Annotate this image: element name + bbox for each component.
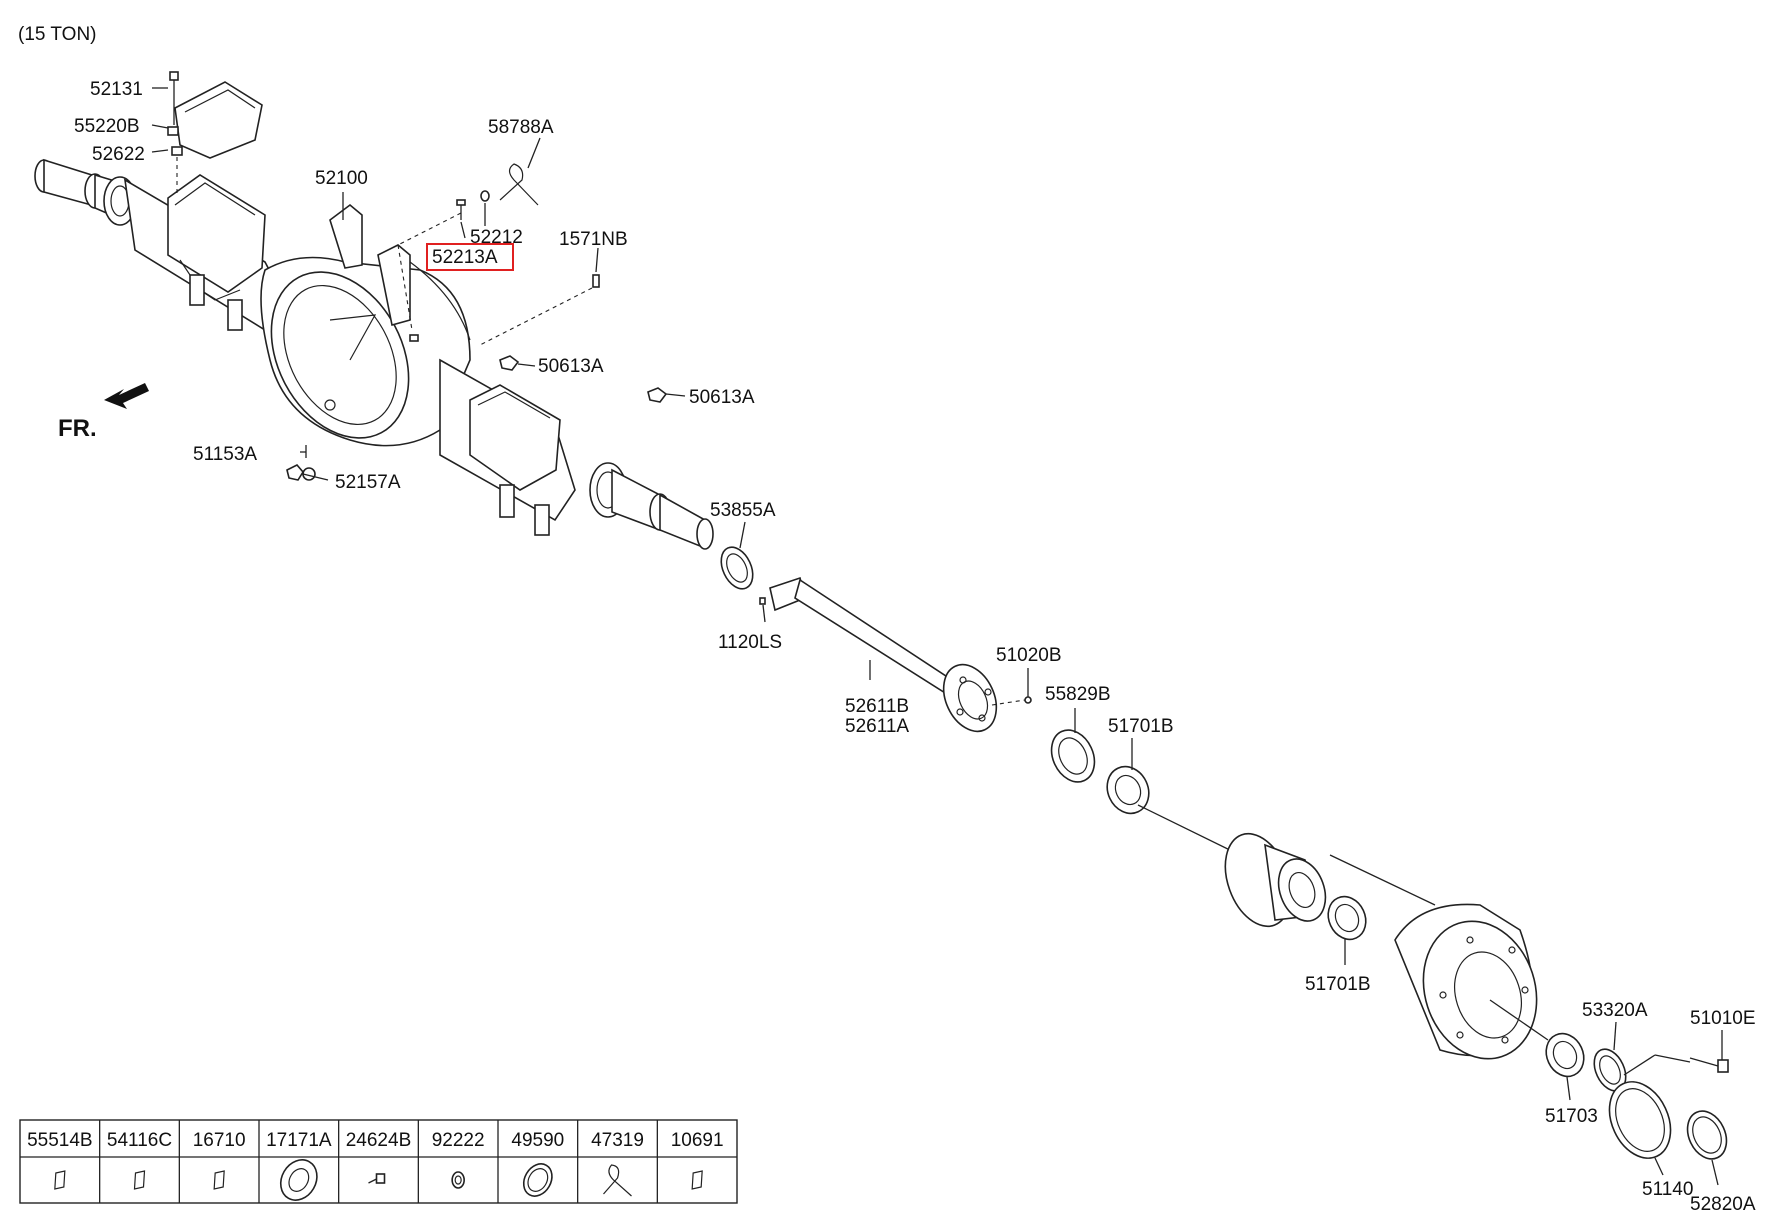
part-label-50613A-upper[interactable]: 50613A: [538, 356, 604, 377]
front-arrow-icon: [104, 383, 149, 409]
legend-part-number[interactable]: 49590: [511, 1130, 564, 1151]
part-label-55829B[interactable]: 55829B: [1045, 684, 1111, 705]
legend-part-number[interactable]: 24624B: [346, 1130, 412, 1151]
plate-icon: [133, 1170, 146, 1190]
part-label-51701B-lower[interactable]: 51701B: [1305, 974, 1371, 995]
part-label-51020B[interactable]: 51020B: [996, 645, 1062, 666]
part-label-52212[interactable]: 52212: [470, 227, 523, 248]
o-ring-icon: [522, 1163, 553, 1197]
part-label-52157A[interactable]: 52157A: [335, 472, 401, 493]
part-label-1571NB[interactable]: 1571NB: [559, 229, 628, 250]
part-label-52611B[interactable]: 52611B: [845, 696, 909, 717]
washer-icon: [451, 1171, 465, 1189]
legend-part-number[interactable]: 47319: [591, 1130, 644, 1151]
legend-part-number[interactable]: 10691: [671, 1130, 724, 1151]
part-label-55220B[interactable]: 55220B: [74, 116, 140, 137]
seal-ring-icon: [279, 1159, 318, 1201]
part-label-1120LS[interactable]: 1120LS: [718, 632, 782, 653]
axle-housing: [34, 158, 714, 550]
part-label-52100[interactable]: 52100: [315, 168, 368, 189]
part-label-52611A[interactable]: 52611A: [845, 716, 909, 737]
part-label-50613A-right[interactable]: 50613A: [689, 387, 755, 408]
legend-part-number[interactable]: 55514B: [27, 1130, 93, 1151]
hardware: [286, 163, 668, 481]
spring-pad-assembly: [167, 71, 263, 195]
plate-icon: [691, 1170, 703, 1190]
variant-label: (15 TON): [18, 24, 97, 45]
legend-table: 55514B 54116C 16710 17171A 24624B 92222 49590 4…: [19, 1119, 738, 1204]
legend-part-number[interactable]: 92222: [432, 1130, 485, 1151]
legend-part-number[interactable]: 54116C: [107, 1130, 172, 1151]
part-label-52131[interactable]: 52131: [90, 79, 143, 100]
front-direction-indicator: FR.: [58, 383, 149, 442]
part-label-53855A[interactable]: 53855A: [710, 500, 776, 521]
clip-icon: [603, 1164, 632, 1197]
axle-shaft-assembly: [720, 546, 1729, 1160]
leader-lines: [151, 87, 1723, 1186]
legend-part-number[interactable]: 17171A: [266, 1130, 332, 1151]
part-label-51701B-upper[interactable]: 51701B: [1108, 716, 1174, 737]
part-label-52820A[interactable]: 52820A: [1690, 1194, 1756, 1211]
part-label-51140[interactable]: 51140: [1642, 1179, 1693, 1200]
part-label-51010E[interactable]: 51010E: [1690, 1008, 1756, 1029]
part-label-58788A[interactable]: 58788A: [488, 117, 554, 138]
part-label-51703[interactable]: 51703: [1545, 1106, 1598, 1127]
plate-icon: [54, 1170, 66, 1190]
bolt-icon: [368, 1173, 386, 1184]
part-label-53320A[interactable]: 53320A: [1582, 1000, 1648, 1021]
front-label: FR.: [58, 415, 97, 442]
part-label-51153A[interactable]: 51153A: [193, 444, 257, 465]
part-label-52213A[interactable]: 52213A: [432, 247, 498, 268]
highlight-box: [426, 243, 514, 271]
legend-part-number[interactable]: 16710: [193, 1130, 246, 1151]
part-labels: 52131 55220B 52622 52100 58788A 52212 52…: [74, 79, 1756, 1211]
part-label-52622[interactable]: 52622: [92, 144, 145, 165]
plate-icon: [213, 1170, 225, 1190]
